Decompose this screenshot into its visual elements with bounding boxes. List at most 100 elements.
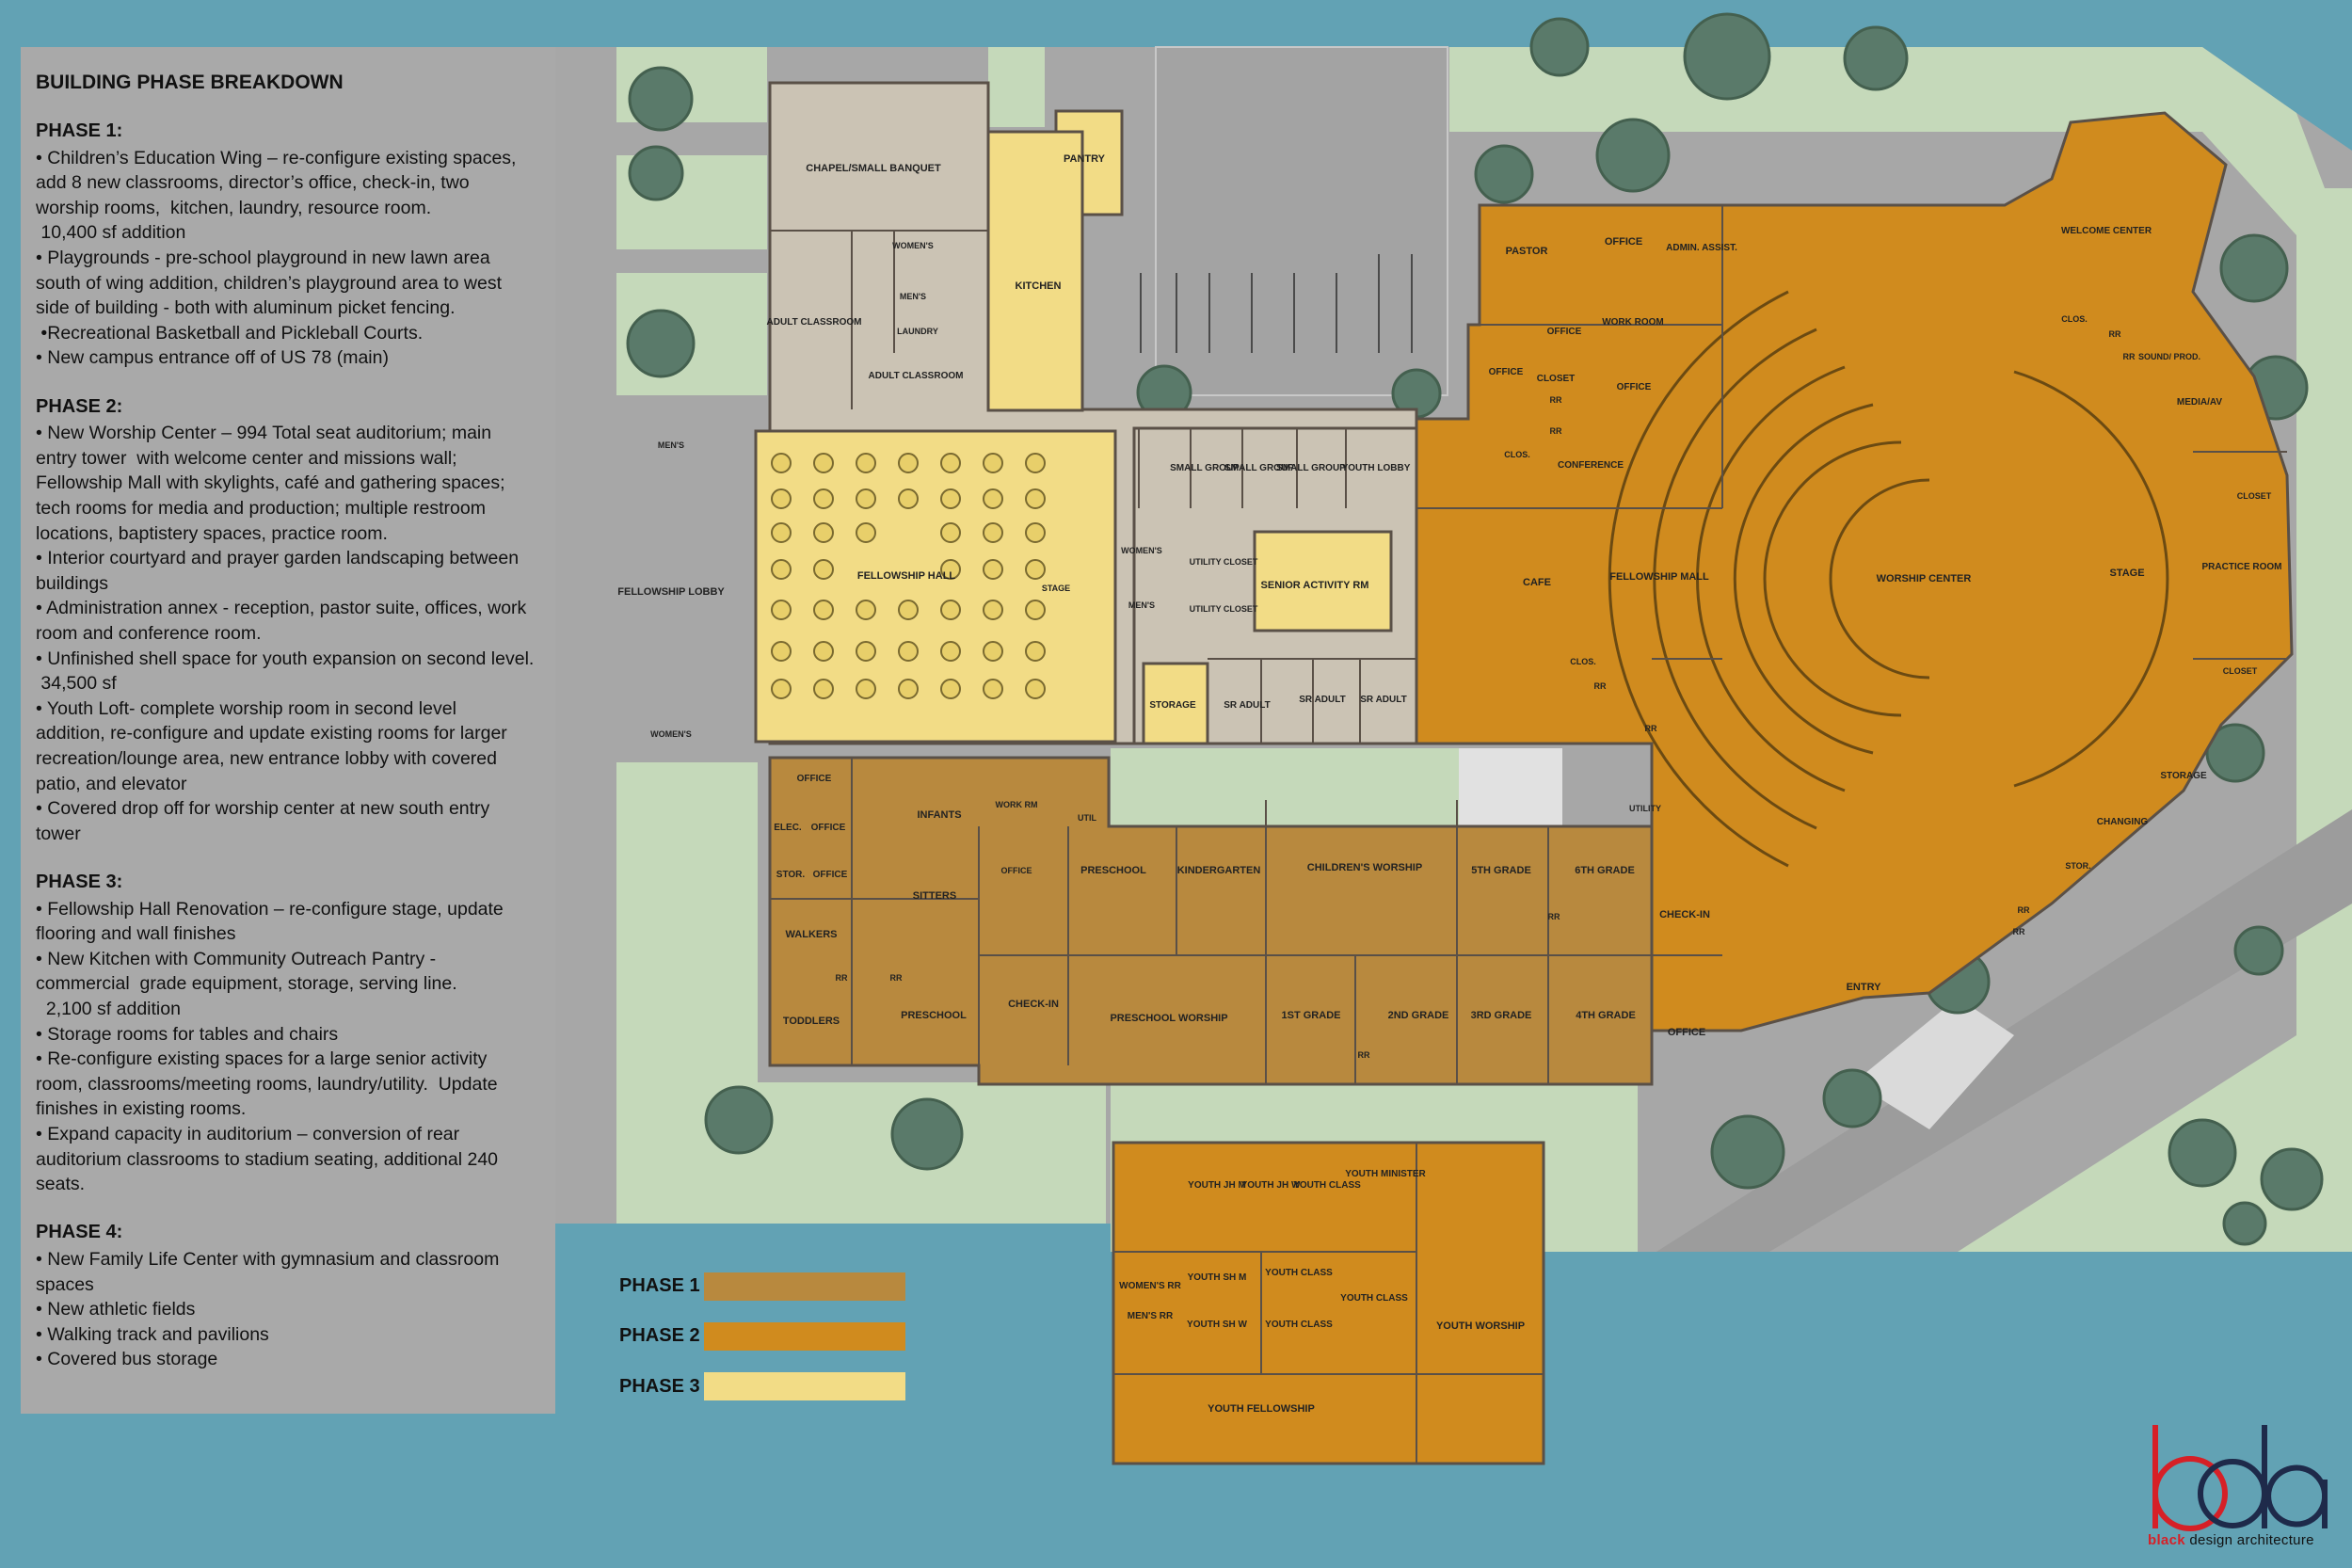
lawn-north-strip [988,47,1045,127]
room-label-womens: WOMEN'S [650,729,692,739]
room-label-office: OFFICE [813,870,848,880]
room-label-womens: WOMEN'S [892,241,934,250]
panel-title: BUILDING PHASE BREAKDOWN [36,72,344,93]
room-label-closet: CLOSET [2237,491,2272,501]
phase-item: • Covered bus storage [36,1349,218,1370]
phase-4-title: PHASE 4: [36,1222,123,1243]
interior-walls [770,205,2287,1464]
room-label-childrens-worship: CHILDREN'S WORSHIP [1307,862,1422,873]
phase-item: addition, re-configure and update existi… [36,723,507,744]
auditorium-seating [1608,290,2169,868]
courtyard-lawn [1111,748,1459,828]
logo-letter-a [2265,1464,2328,1528]
room-label-rr: RR [2109,329,2121,339]
room-label-closet: CLOSET [1537,374,1576,384]
phase-item: seats. [36,1174,86,1195]
room-label-mens-rr: MEN'S RR [1128,1311,1174,1321]
room-label-sr-adult: SR ADULT [1360,695,1406,705]
room-label-clos: CLOS. [1504,450,1530,459]
phase-item: entry tower with welcome center and miss… [36,447,457,469]
room-label-util: UTIL [1078,813,1096,823]
room-label-media-av: MEDIA/AV [2177,397,2222,408]
drop-off-plaza [1854,998,2014,1129]
room-label-worship-center: WORSHIP CENTER [1877,573,1972,584]
legend-swatch-phase-1 [704,1272,905,1301]
room-label-small-group: SMALL GROUP [1276,463,1346,473]
phase-item: • Re-configure existing spaces for a lar… [36,1048,488,1070]
phase-item: side of building - both with aluminum pi… [36,297,456,319]
phase-item: • Unfinished shell space for youth expan… [36,648,535,669]
phase-item: • Expand capacity in auditorium – conver… [36,1123,460,1144]
phase-item: recreation/lounge area, new entrance lob… [36,747,497,769]
room-label-admin-assist: ADMIN. ASSIST. [1666,243,1737,253]
room-label-youth-worship: YOUTH WORSHIP [1436,1320,1525,1332]
lawn-north-east [1449,47,2352,1252]
room-label-youth-jh-w: YOUTH JH W [1241,1180,1301,1191]
phase-2-items: • New Worship Center – 994 Total seat au… [36,421,552,846]
logo-tagline: black design architecture [2148,1532,2314,1548]
room-label-changing: CHANGING [2097,817,2149,827]
room-label-pastor: PASTOR [1506,246,1548,257]
room-label-5th-grade: 5TH GRADE [1471,865,1531,876]
phase-item: south of wing addition, children’s playg… [36,272,503,294]
phase-item: • Walking track and pavilions [36,1323,269,1345]
logo-tagline-accent: black [2148,1532,2185,1548]
room-label-office: OFFICE [1617,382,1652,392]
phase-3-title: PHASE 3: [36,872,123,892]
phase-1-title: PHASE 1: [36,120,123,141]
tree [626,309,696,378]
room-label-preschool: PRESCHOOL [901,1010,967,1021]
phase-item: • Interior courtyard and prayer garden l… [36,548,520,569]
kitchen-block [986,130,1084,412]
tree [890,1097,964,1171]
phase-item: 34,500 sf [36,673,117,695]
room-label-office: OFFICE [1668,1027,1705,1038]
phase-item: • Playgrounds - pre-school playground in… [36,247,490,268]
room-label-welcome-center: WELCOME CENTER [2061,226,2152,236]
tree [1529,17,1590,77]
room-label-fellowship-hall: FELLOWSHIP HALL [857,570,956,582]
room-label-toddlers: TODDLERS [783,1016,840,1027]
room-label-rr: RR [2018,905,2030,915]
phase-item: • New athletic fields [36,1299,196,1320]
worship-center [1415,111,2294,1032]
tree [704,1085,774,1155]
room-label-rr: RR [890,973,903,983]
room-label-adult-classroom: ADULT CLASSROOM [869,371,964,381]
room-label-fellowship-mall: FELLOWSHIP MALL [1609,571,1709,583]
tree [1595,118,1671,193]
parking-stripes [1140,254,1413,353]
room-label-pantry: PANTRY [1064,153,1106,165]
room-label-sr-adult: SR ADULT [1224,700,1270,711]
room-label-utility: UTILITY [1629,804,1661,813]
phase-item: patio, and elevator [36,773,187,794]
tree [1683,12,1771,101]
tree [1710,1114,1785,1190]
tree [2205,723,2265,783]
phase-item: • New Worship Center – 994 Total seat au… [36,423,492,444]
phase-item: tower [36,823,81,844]
phase-item: • New campus entrance off of US 78 (main… [36,347,389,369]
phase-item: add 8 new classrooms, director’s office,… [36,172,470,194]
logo-letter-b [2152,1425,2229,1531]
room-label-walkers: WALKERS [786,929,838,940]
youth-addition [1112,1141,1545,1465]
phase-item: • Youth Loft- complete worship room in s… [36,697,456,719]
room-label-check-in: CHECK-IN [1659,909,1710,920]
phase-4-items: • New Family Life Center with gymnasium … [36,1247,552,1372]
room-label-office: OFFICE [1001,866,1032,875]
legend-label-phase-2: PHASE 2 [619,1325,700,1346]
room-label-storage: STORAGE [1149,700,1196,711]
room-label-rr: RR [1550,395,1562,405]
fellowship-tables [771,453,1046,699]
room-label-utility-closet: UTILITY CLOSET [1190,557,1258,567]
tree [1822,1068,1882,1128]
tree [628,66,694,132]
room-label-storage: STORAGE [2160,771,2207,781]
tree [2222,1201,2267,1246]
room-label-small-group: SMALL GROUP [1224,463,1294,473]
room-label-kitchen: KITCHEN [1016,280,1062,292]
room-label-work-rm: WORK RM [996,800,1038,809]
room-label-4th-grade: 4TH GRADE [1576,1010,1636,1021]
room-label-preschool-worship: PRESCHOOL WORSHIP [1110,1013,1227,1024]
